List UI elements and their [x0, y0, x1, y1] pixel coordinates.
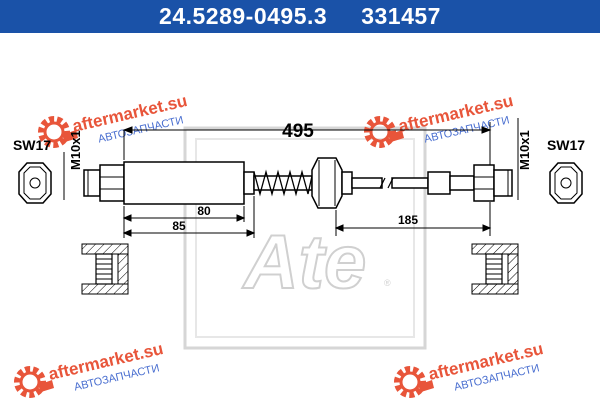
ate-logo: Ate ® — [183, 126, 427, 350]
section-view-right — [471, 243, 519, 295]
dimension-right-segment-label: 185 — [398, 213, 418, 227]
dimension-spring-end-label: 85 — [172, 219, 186, 233]
thread-size-left: M10x1 — [68, 130, 83, 170]
title-bar: 24.5289-0495.3 331457 — [0, 0, 600, 33]
watermark-top-left: aftermarket.su АВТОЗАПЧАСТИ — [41, 91, 189, 150]
ate-logo-text: Ate — [242, 220, 366, 305]
part-number: 24.5289-0495.3 — [159, 3, 328, 29]
brake-hose — [83, 157, 513, 209]
wrench-size-right: SW17 — [547, 137, 585, 153]
dimension-spring-end — [122, 196, 256, 238]
wrench-size-left: SW17 — [13, 137, 51, 153]
hex-nut-left — [18, 162, 52, 204]
svg-text:®: ® — [384, 278, 391, 288]
hex-nut-right — [549, 162, 583, 204]
reference-number: 331457 — [361, 3, 441, 29]
section-view-left — [81, 243, 129, 295]
watermark-top-right: aftermarket.su АВТОЗАПЧАСТИ — [367, 91, 515, 150]
dimension-total-label: 495 — [282, 121, 314, 142]
dimension-sleeve — [122, 206, 246, 238]
watermark-bottom-left: aftermarket.su АВТОЗАПЧАСТИ — [17, 339, 165, 398]
thread-size-right: M10x1 — [517, 130, 532, 170]
dimension-total — [63, 118, 519, 200]
dimension-right-segment — [334, 202, 492, 236]
dimension-sleeve-label: 80 — [197, 204, 211, 218]
